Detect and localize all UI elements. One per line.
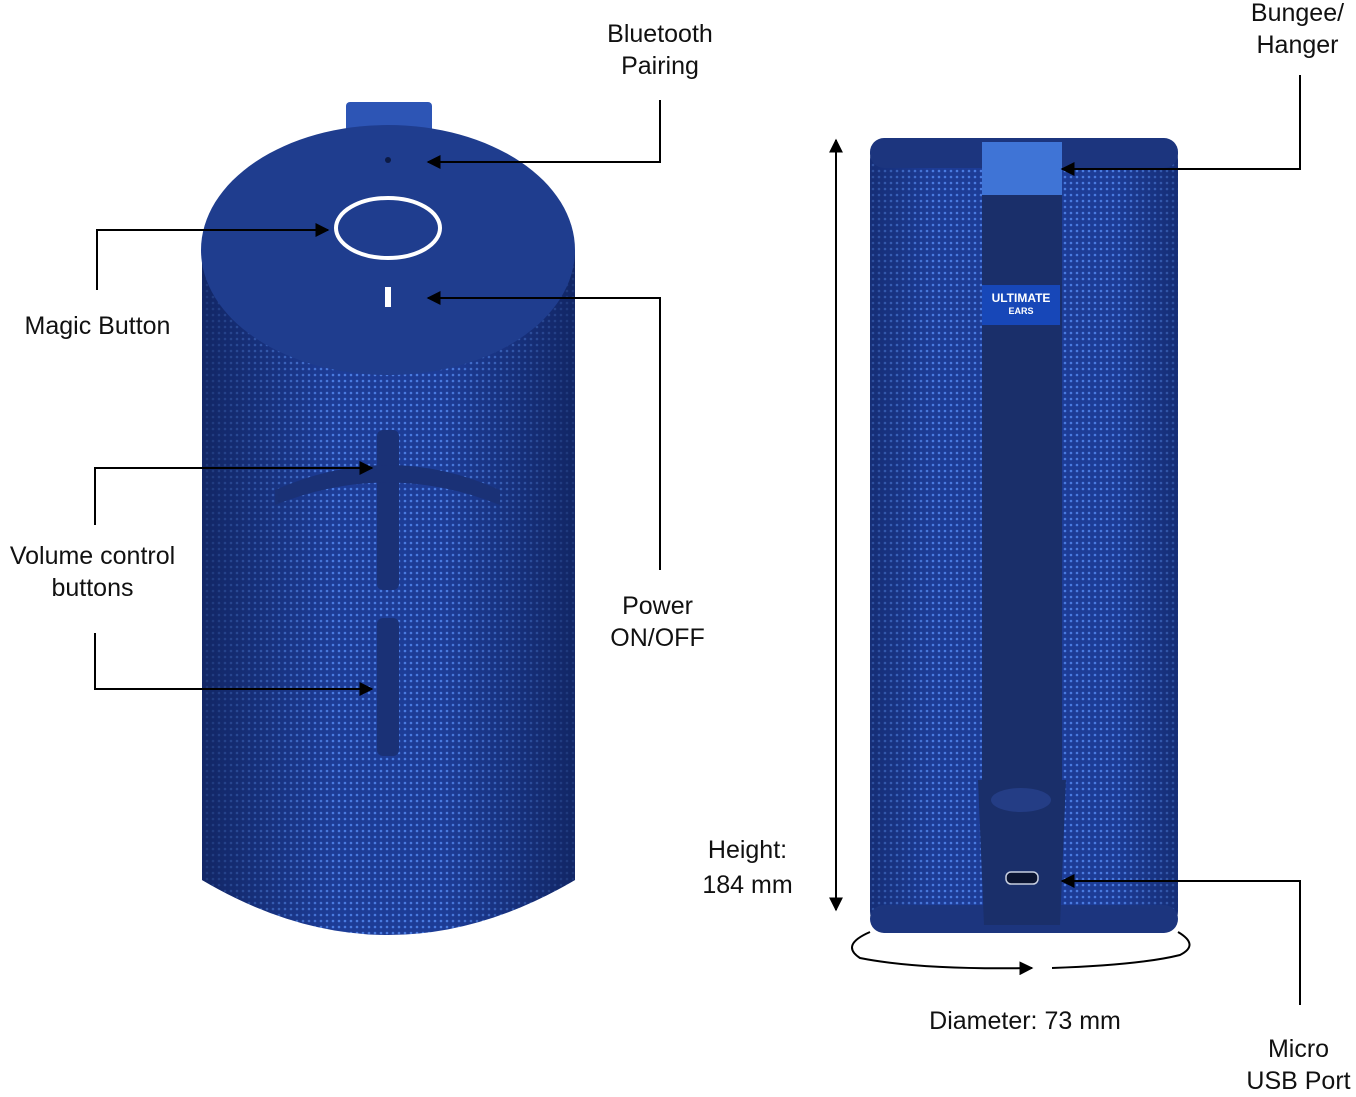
callout-lines <box>94 75 1301 1005</box>
top-cap <box>201 125 575 375</box>
label-line: Volume control <box>9 542 176 570</box>
label-micro-usb: Micro USB Port <box>1236 1033 1356 1097</box>
label-volume-control: Volume control buttons <box>0 540 185 604</box>
label-line: Power <box>622 592 693 620</box>
label-line: ON/OFF <box>610 624 705 652</box>
label-height: Height: 184 mm <box>690 833 805 903</box>
label-line: Hanger <box>1256 31 1339 59</box>
magic-button-ring <box>334 196 442 260</box>
usb-flap <box>978 780 1066 925</box>
strap <box>982 195 1062 785</box>
label-bluetooth-pairing: Bluetooth Pairing <box>600 18 720 82</box>
label-line: USB Port <box>1246 1067 1351 1095</box>
label-power: Power ON/OFF <box>600 590 715 654</box>
label-line: Micro <box>1267 1035 1330 1063</box>
label-line: Bungee/ <box>1250 0 1345 27</box>
label-magic-button: Magic Button <box>24 312 171 340</box>
logo-line-2: EARS <box>1008 306 1034 316</box>
speaker-side-view <box>870 138 1178 933</box>
label-line: buttons <box>51 574 134 602</box>
volume-up-button <box>377 430 399 590</box>
label-line: 184 mm <box>702 871 793 899</box>
bluetooth-pairing-button <box>385 157 391 163</box>
ultimate-ears-logo: ULTIMATE EARS <box>982 285 1060 325</box>
volume-down-button <box>377 618 399 756</box>
label-bungee-hanger: Bungee/ Hanger <box>1240 0 1355 61</box>
micro-usb-port <box>1005 871 1039 885</box>
label-line: Pairing <box>621 52 699 80</box>
label-line: Height: <box>707 836 788 864</box>
speaker-front-view <box>201 102 575 935</box>
label-diameter: Diameter: 73 mm <box>929 1007 1121 1035</box>
bungee-strap-top <box>982 142 1062 197</box>
logo-line-1: ULTIMATE <box>991 291 1051 305</box>
power-button <box>385 287 391 307</box>
label-line: Bluetooth <box>607 20 713 48</box>
